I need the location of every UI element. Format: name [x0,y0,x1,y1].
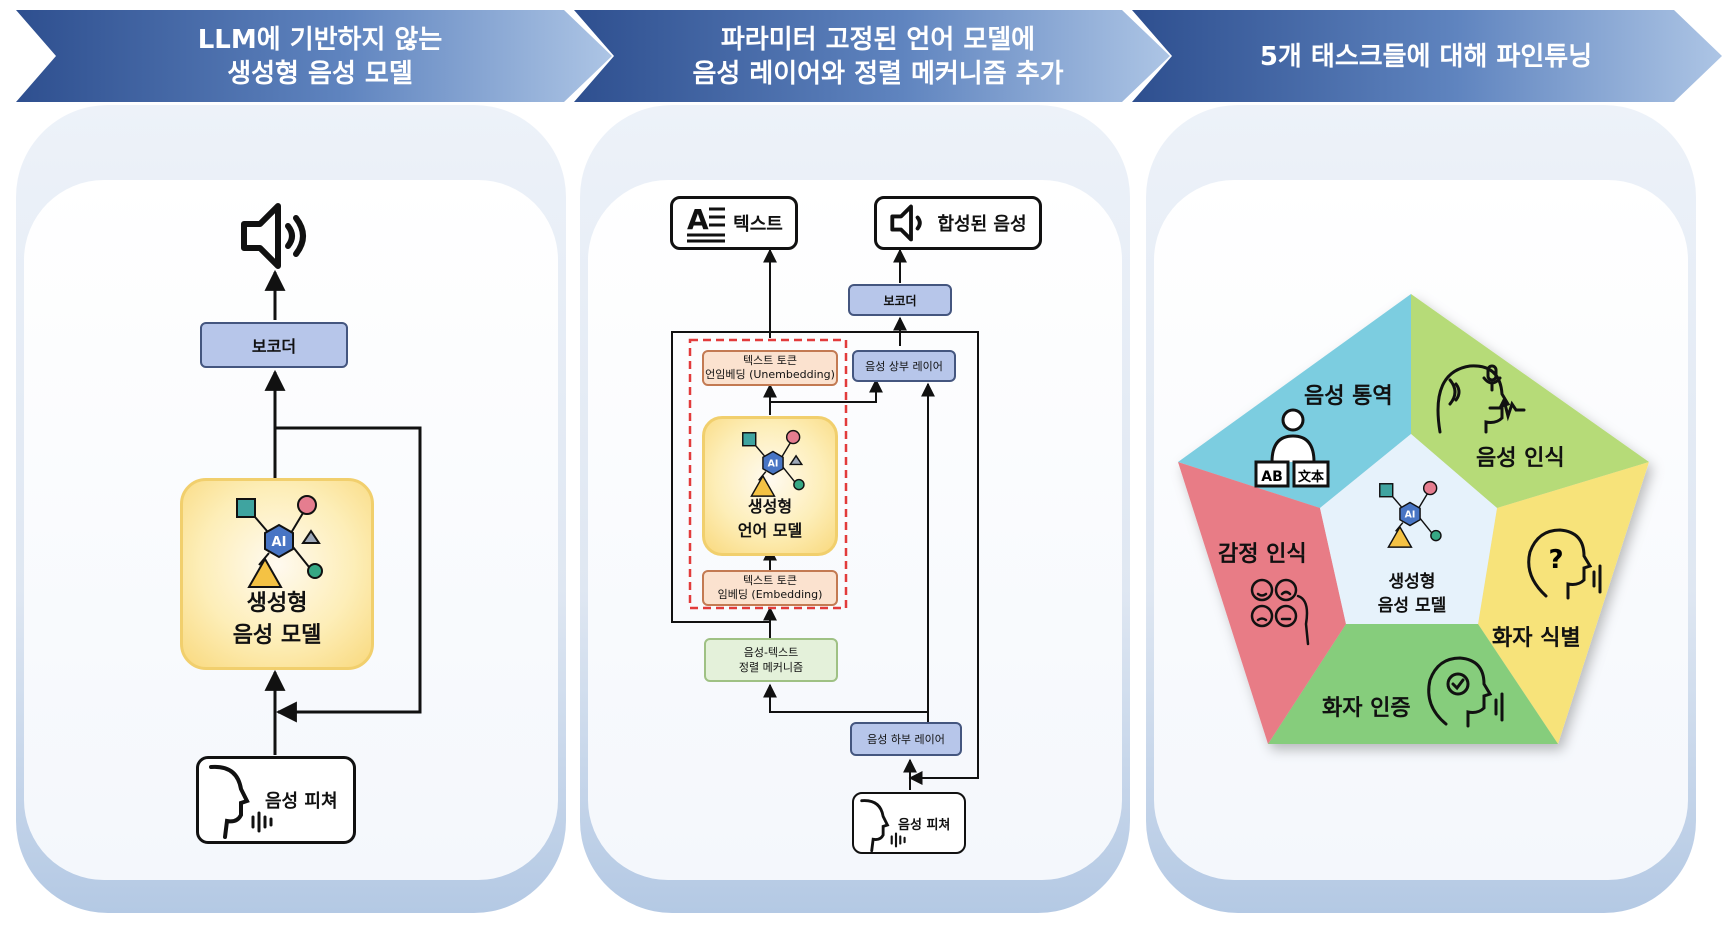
center-line2: 음성 모델 [1377,596,1447,616]
svg-text:AI: AI [1405,510,1416,521]
panel-3-center-label: 생성형 음성 모델 [1352,566,1472,622]
translate-icon-cjk: 文本 [1298,469,1324,485]
step-2-title: 파라미터 고정된 언어 모델에 음성 레이어와 정렬 메커니즘 추가 [618,14,1138,100]
interpreter-icon [1254,408,1330,488]
panel-2-speech-upper-layer: 음성 상부 레이어 [852,350,956,382]
panel-2-vocoder: 보코더 [848,284,952,316]
ai-badge: AI [272,535,287,550]
task-segment-speech-translation [1178,294,1411,508]
panel-2-text-token-embedding: 텍스트 토큰 임베딩 (Embedding) [702,570,838,606]
step-3-title: 5개 태스크들에 대해 파인튜닝 [1176,14,1676,100]
center-pentagon [1320,434,1497,624]
step-1-title-line1: LLM에 기반하지 않는 [197,25,443,55]
task-segment-speaker-identification [1478,462,1649,744]
panel-2-vocoder-label: 보코더 [883,293,917,308]
speech-recognition-head-icon [1436,364,1526,434]
alignment-line2: 정렬 메커니즘 [738,661,804,674]
speaker-icon-small [890,204,923,242]
speaking-head-icon [209,764,273,839]
panel-2-speech-feature-input: 음성 피쳐 [852,792,966,854]
unembedding-line1: 텍스트 토큰 [742,354,798,367]
panel-1-model-line2: 음성 모델 [232,623,322,648]
task-label-speech-translation: 음성 통역 [1304,384,1393,409]
panel-2-synthesized-speech-output: 합성된 음성 [874,196,1042,250]
step-1-title-line2: 생성형 음성 모델 [227,59,413,89]
task-segment-speaker-verification [1268,624,1558,744]
panel-2-speech-text-alignment: 음성-텍스트 정렬 메커니즘 [704,638,838,682]
llm-line2: 언어 모델 [737,521,803,540]
llm-line1: 생성형 [747,497,793,516]
step-2-title-line2: 음성 레이어와 정렬 메커니즘 추가 [692,59,1064,89]
svg-text:A: A [687,203,709,236]
task-label-emotion-recognition: 감정 인식 [1218,542,1307,567]
panel-2-text-output-label: 텍스트 [733,214,783,235]
task-label-speech-recognition: 음성 인식 [1476,446,1565,471]
panel-2-text-token-unembedding: 텍스트 토큰 언임베딩 (Unembedding) [702,350,838,386]
panel-1-generative-speech-model: AI 생성형 음성 모델 [180,478,374,670]
step-1-chevron [16,10,612,102]
embedding-line1: 텍스트 토큰 [742,574,798,587]
task-label-speaker-verification: 화자 인증 [1322,696,1411,721]
task-label-speaker-identification: 화자 식별 [1492,626,1581,651]
step-3-title-line1: 5개 태스크들에 대해 파인튜닝 [1259,42,1593,72]
translate-icon-ab: AB [1261,469,1283,485]
panel-2-speech-output-label: 합성된 음성 [937,214,1027,235]
step-1-title: LLM에 기반하지 않는 생성형 음성 모델 [60,14,580,100]
panel-1-vocoder-label: 보코더 [251,337,297,356]
question-mark: ? [1548,545,1563,575]
text-icon: A [687,203,726,243]
svg-text:AI: AI [768,459,779,470]
panel-1-arrows [264,269,422,755]
upper-layer-label: 음성 상부 레이어 [865,360,943,373]
panel-2-generative-language-model: AI 생성형 언어 모델 [702,416,838,556]
ai-network-icon: AI [236,495,323,588]
task-segment-emotion-recognition [1178,462,1346,744]
panel-2-speech-lower-layer: 음성 하부 레이어 [850,722,962,756]
speaker-identification-head-icon [1527,528,1602,600]
speaker-icon [241,203,306,269]
panel-1-vocoder: 보코더 [200,322,348,368]
speaker-verification-head-icon [1427,656,1504,728]
ai-network-icon-small: AI [742,429,805,497]
panel-2-text-output: A 텍스트 [670,196,798,250]
task-segment-speech-recognition [1411,294,1649,508]
lower-layer-label: 음성 하부 레이어 [867,733,945,746]
alignment-line1: 음성-텍스트 [743,646,799,659]
panel-1-input-label: 음성 피쳐 [265,791,338,812]
panel-2-input-label: 음성 피쳐 [898,817,951,833]
speaking-head-icon-small [860,799,906,853]
step-2-title-line1: 파라미터 고정된 언어 모델에 [720,25,1036,55]
frozen-llm-frame [688,338,848,610]
step-3-chevron [1132,10,1722,102]
emotion-faces-icon [1250,578,1310,646]
center-ai-icon: AI [1379,480,1442,548]
panel-1-model-line1: 생성형 [246,591,308,616]
panel-1-speech-feature-input: 음성 피쳐 [196,756,356,844]
embedding-line2: 임베딩 (Embedding) [717,588,823,601]
unembedding-line2: 언임베딩 (Unembedding) [705,368,835,381]
step-2-chevron [574,10,1170,102]
center-line1: 생성형 [1388,572,1436,592]
